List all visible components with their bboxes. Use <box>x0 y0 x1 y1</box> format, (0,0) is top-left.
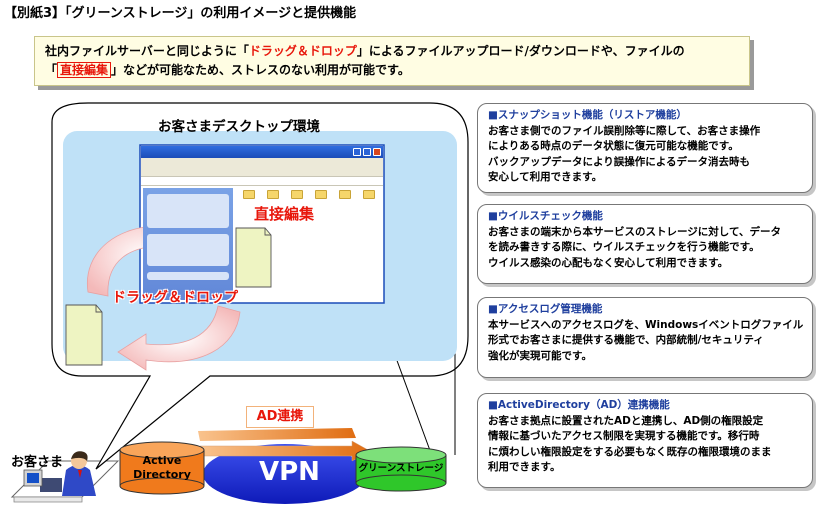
folder-icon[interactable] <box>339 190 351 199</box>
window-close-icon[interactable] <box>373 148 381 156</box>
task-panel-1 <box>147 194 229 228</box>
green-storage-cylinder <box>355 446 447 492</box>
feature-title: ■ウイルスチェック機能 <box>488 210 603 222</box>
feature-snapshot: ■スナップショット機能（リストア機能） お客さま側でのファイル誤削除等に際して、… <box>477 103 813 193</box>
intro-box: 社内ファイルサーバーと同じように「ドラッグ＆ドロップ」によるファイルアップロード… <box>34 36 750 86</box>
ad-link-label: AD連携 <box>246 406 314 428</box>
customer-label: お客さま <box>11 455 64 470</box>
explorer-task-pane <box>143 188 233 300</box>
customer-person-icon <box>23 451 96 496</box>
active-directory-cylinder <box>119 441 205 495</box>
drag-drop-label: ドラッグ＆ドロップ <box>112 290 238 306</box>
explorer-address-bar[interactable] <box>141 177 383 186</box>
window-maximize-icon[interactable] <box>363 148 371 156</box>
feature-title: ■アクセスログ管理機能 <box>488 303 603 315</box>
intro-line-1: 社内ファイルサーバーと同じように「ドラッグ＆ドロップ」によるファイルアップロード… <box>45 44 685 58</box>
intro-highlight-drag-drop: ドラッグ＆ドロップ <box>248 44 357 58</box>
window-minimize-icon[interactable] <box>353 148 361 156</box>
feature-active-directory: ■ActiveDirectory（AD）連携機能 お客さま拠点に設置されたADと… <box>477 393 813 488</box>
intro-line-2: 「直接編集」などが可能なため、ストレスのない利用が可能です。 <box>45 62 410 78</box>
explorer-toolbar <box>141 167 383 177</box>
page-title: 【別紙3】「グリーンストレージ」の利用イメージと提供機能 <box>4 6 357 21</box>
vpn-tunnel <box>203 444 367 504</box>
explorer-titlebar <box>141 146 383 158</box>
folder-icon[interactable] <box>315 190 327 199</box>
drag-download-arrow <box>117 305 241 371</box>
desktop-environment-caption: お客さまデスクトップ環境 <box>158 119 320 135</box>
green-storage-label: グリーンストレージ <box>358 463 444 474</box>
feature-title: ■ActiveDirectory（AD）連携機能 <box>488 399 670 411</box>
folder-icon[interactable] <box>291 190 303 199</box>
feature-access-log: ■アクセスログ管理機能 本サービスへのアクセスログを、Windowsイベントログ… <box>477 297 813 378</box>
task-panel-2 <box>147 234 229 266</box>
feature-virus-check: ■ウイルスチェック機能 お客さまの端末から本サービスのストレージに対して、データ… <box>477 204 813 284</box>
document-icon-desktop <box>65 304 103 366</box>
direct-edit-label: 直接編集 <box>254 205 315 223</box>
feature-title: ■スナップショット機能（リストア機能） <box>488 109 687 121</box>
file-explorer-window <box>141 146 383 302</box>
explorer-menubar <box>141 158 383 167</box>
intro-highlight-direct-edit: 直接編集 <box>57 62 112 78</box>
active-directory-label: Active Directory <box>133 454 191 481</box>
folder-icon[interactable] <box>243 190 255 199</box>
ad-link-arrow <box>198 428 356 441</box>
task-panel-3 <box>147 272 229 280</box>
folder-icon[interactable] <box>363 190 375 199</box>
document-icon-window <box>235 227 272 288</box>
folder-icon[interactable] <box>267 190 279 199</box>
vpn-label: VPN <box>259 457 320 487</box>
